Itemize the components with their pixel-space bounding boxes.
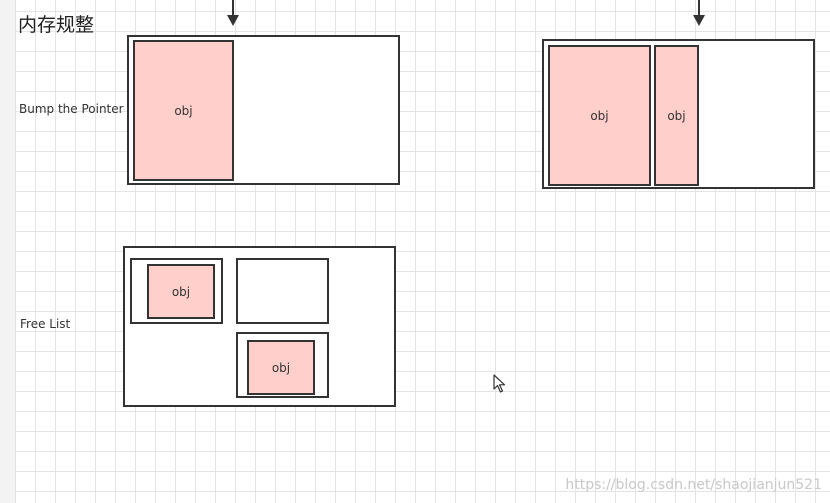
watermark-text: https://blog.csdn.net/shaojianjun521 bbox=[565, 477, 822, 493]
obj-block: obj bbox=[133, 40, 234, 181]
memory-slot-empty bbox=[236, 258, 329, 324]
obj-block: obj bbox=[247, 340, 315, 395]
bump-memory-after: obj obj bbox=[542, 39, 815, 189]
obj-block: obj bbox=[147, 264, 215, 319]
left-ruler-strip bbox=[0, 0, 16, 503]
diagram-title: 内存规整 bbox=[18, 14, 95, 36]
memory-slot: obj bbox=[130, 258, 223, 324]
obj-block: obj bbox=[654, 45, 699, 186]
free-list-label: Free List bbox=[20, 317, 71, 331]
bump-memory-before: obj bbox=[127, 35, 400, 185]
obj-block: obj bbox=[548, 45, 651, 186]
bump-pointer-label: Bump the Pointer bbox=[19, 102, 124, 116]
free-list-memory: obj obj bbox=[123, 246, 396, 407]
mouse-cursor-icon bbox=[493, 374, 506, 393]
memory-slot: obj bbox=[236, 332, 329, 398]
